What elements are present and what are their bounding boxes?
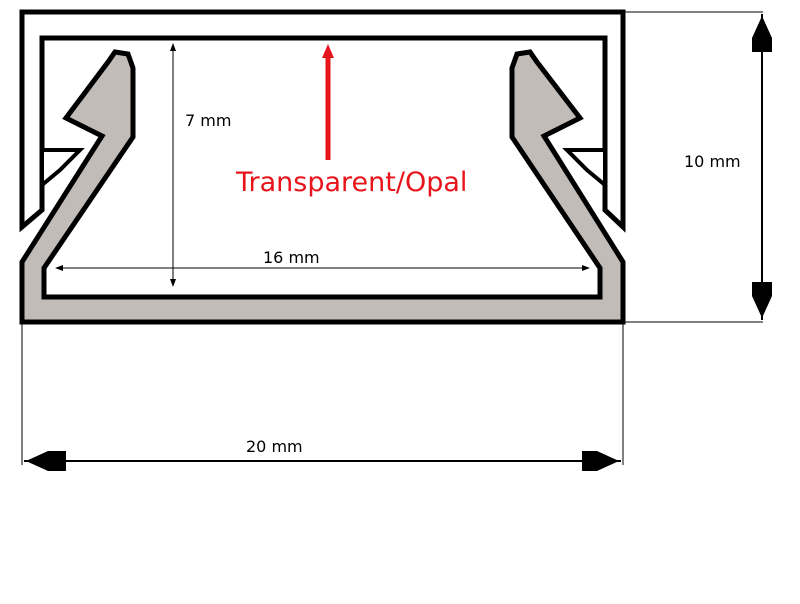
- outer-width-dimension: [21, 322, 624, 471]
- outer-height-dimension: [623, 11, 772, 323]
- inner-height-label: 7 mm: [185, 111, 231, 130]
- left-cover-clip: [40, 148, 85, 190]
- cover-callout-arrow: [322, 44, 334, 160]
- outer-height-label: 10 mm: [684, 152, 741, 171]
- inner-height-dimension: [170, 43, 176, 287]
- right-cover-clip: [562, 148, 607, 190]
- cover-material-label: Transparent/Opal: [235, 167, 467, 198]
- inner-width-dimension: [55, 265, 590, 271]
- inner-width-label: 16 mm: [263, 248, 320, 267]
- outer-width-label: 20 mm: [246, 437, 303, 456]
- aluminium-profile-base: [19, 49, 626, 325]
